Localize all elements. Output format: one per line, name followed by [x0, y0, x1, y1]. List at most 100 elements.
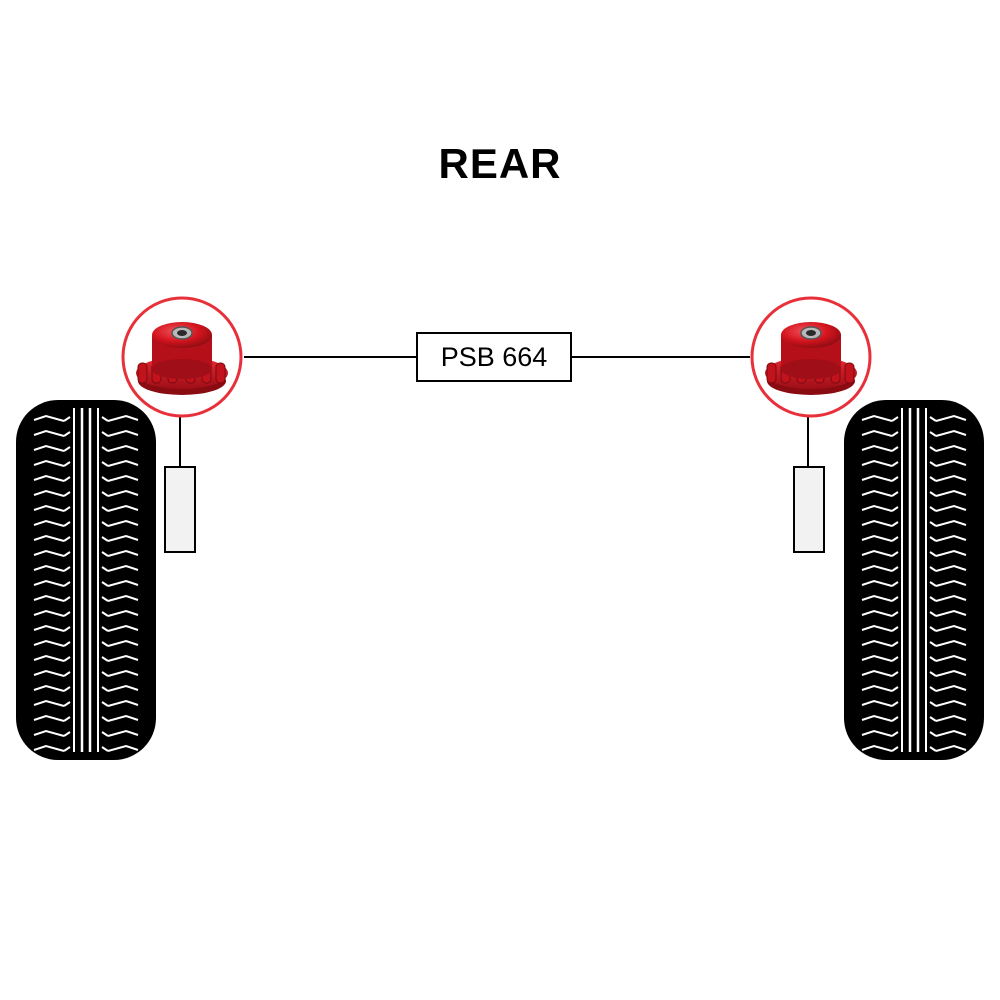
tread-sipe: [929, 416, 937, 422]
tread-sipe: [861, 504, 893, 512]
tread-sipe: [107, 564, 139, 572]
tread-sipe: [929, 731, 937, 737]
tread-sipe: [33, 474, 65, 482]
tread-sipe: [101, 611, 109, 617]
tread-sipe: [891, 431, 899, 437]
tread-sipe: [63, 746, 71, 752]
tread-sipe: [935, 744, 967, 752]
tread-sipe: [935, 534, 967, 542]
tread-sipe: [891, 416, 899, 422]
tread-sipe: [861, 594, 893, 602]
tread-sipe: [935, 504, 967, 512]
tread-sipe: [63, 626, 71, 632]
tread-sipe: [33, 699, 65, 707]
tread-sipe: [891, 461, 899, 467]
tread-sipe: [33, 444, 65, 452]
tread-sipe: [861, 459, 893, 467]
tread-sipe: [935, 594, 967, 602]
tread-sipe: [935, 624, 967, 632]
tread-sipe: [861, 609, 893, 617]
tread-sipe: [891, 581, 899, 587]
tread-sipe: [107, 579, 139, 587]
tread-sipe: [935, 684, 967, 692]
tread-sipe: [33, 729, 65, 737]
tread-sipe: [63, 551, 71, 557]
tread-sipe: [861, 489, 893, 497]
tread-sipe: [861, 654, 893, 662]
tread-sipe: [861, 624, 893, 632]
tread-sipe: [929, 446, 937, 452]
tread-sipe: [101, 521, 109, 527]
tyre-left: [16, 400, 156, 760]
tread-sipe: [107, 624, 139, 632]
tread-sipe: [107, 669, 139, 677]
tread-sipe: [929, 566, 937, 572]
tread-sipe: [63, 446, 71, 452]
tread-sipe: [891, 701, 899, 707]
tread-sipe: [63, 506, 71, 512]
tread-sipe: [929, 431, 937, 437]
tread-sipe: [107, 714, 139, 722]
tread-sipe: [101, 731, 109, 737]
tread-sipe: [63, 656, 71, 662]
tread-sipe: [33, 564, 65, 572]
tread-sipe: [63, 611, 71, 617]
tread-sipe: [107, 639, 139, 647]
tread-sipe: [101, 656, 109, 662]
tread-sipe: [101, 506, 109, 512]
tread-sipe: [33, 609, 65, 617]
tread-sipe: [33, 654, 65, 662]
tread-sipe: [63, 641, 71, 647]
tread-sipe: [107, 459, 139, 467]
tread-sipe: [63, 566, 71, 572]
top-mount-bush-icon: [121, 296, 243, 418]
tread-sipe: [861, 549, 893, 557]
tread-sipe: [929, 551, 937, 557]
tread-sipe: [101, 716, 109, 722]
tread-sipe: [935, 669, 967, 677]
tread-sipe: [33, 594, 65, 602]
tread-sipe: [101, 446, 109, 452]
tread-sipe: [63, 491, 71, 497]
tread-sipe: [929, 491, 937, 497]
tread-sipe: [891, 731, 899, 737]
tread-sipe: [929, 581, 937, 587]
tread-sipe: [935, 489, 967, 497]
tread-sipe: [107, 729, 139, 737]
tread-sipe: [891, 521, 899, 527]
tread-sipe: [891, 491, 899, 497]
tread-sipe: [929, 461, 937, 467]
tread-sipe: [107, 654, 139, 662]
tread-sipe: [101, 596, 109, 602]
tread-sipe: [63, 476, 71, 482]
tread-sipe: [929, 656, 937, 662]
tread-sipe: [935, 519, 967, 527]
tread-sipe: [891, 656, 899, 662]
tread-sipe: [33, 504, 65, 512]
tread-sipe: [63, 521, 71, 527]
tread-sipe: [107, 414, 139, 422]
tread-sipe: [33, 549, 65, 557]
damper-right: [793, 466, 825, 553]
tread-sipe: [891, 686, 899, 692]
tread-sipe: [63, 731, 71, 737]
tread-sipe: [891, 446, 899, 452]
tread-sipe: [929, 746, 937, 752]
tread-sipe: [929, 476, 937, 482]
tread-sipe: [63, 581, 71, 587]
tread-sipe: [107, 609, 139, 617]
bush-lug: [844, 362, 855, 384]
tread-sipe: [891, 476, 899, 482]
tread-sipe: [929, 671, 937, 677]
tyre-body: [844, 400, 984, 760]
bush-lug: [215, 362, 226, 384]
tread-sipe: [33, 744, 65, 752]
tread-sipe: [891, 746, 899, 752]
tread-sipe: [101, 581, 109, 587]
tread-sipe: [107, 684, 139, 692]
tread-sipe: [33, 684, 65, 692]
tread-sipe: [929, 521, 937, 527]
tread-sipe: [33, 429, 65, 437]
tread-sipe: [63, 716, 71, 722]
tread-sipe: [63, 461, 71, 467]
